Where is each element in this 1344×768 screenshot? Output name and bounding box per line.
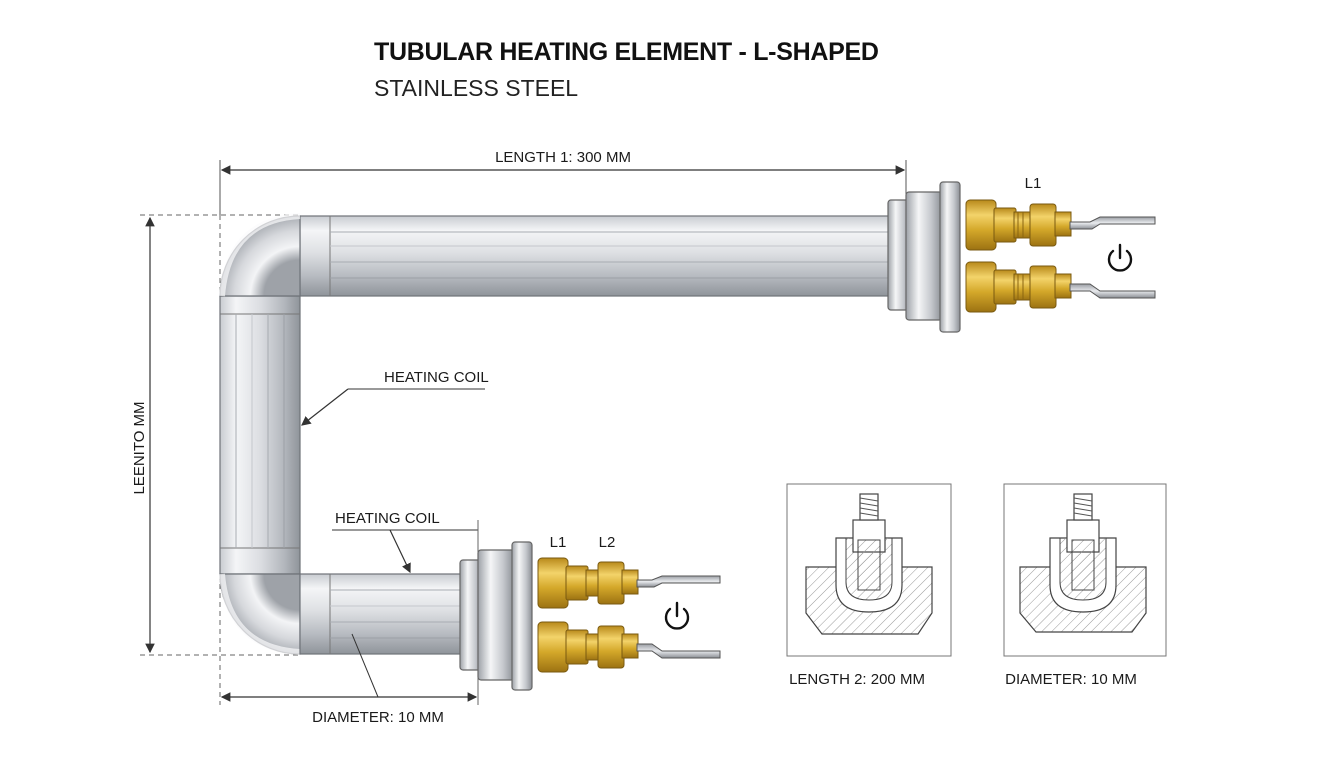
diagram-title: TUBULAR HEATING ELEMENT - L-SHAPED bbox=[374, 38, 879, 66]
length1-label: LENGTH 1: 300 MM bbox=[495, 149, 631, 166]
heating-coil-lower-label: HEATING COIL bbox=[335, 510, 440, 527]
bottom-diameter-dimension: DIAMETER: 10 MM bbox=[220, 520, 479, 726]
detail-view-1: LENGTH 2: 200 MM bbox=[786, 483, 952, 688]
top-terminal-upper bbox=[965, 199, 1156, 251]
heating-coil-callout-upper: HEATING COIL bbox=[301, 369, 489, 426]
detail2-caption: DIAMETER: 10 MM bbox=[1005, 671, 1137, 688]
top-flange-assembly: L1 bbox=[887, 175, 1156, 333]
diagram-subtitle: STAINLESS STEEL bbox=[374, 75, 579, 101]
bottom-terminal-lower bbox=[537, 621, 721, 673]
top-terminal-lower bbox=[965, 261, 1156, 313]
detail1-caption: LENGTH 2: 200 MM bbox=[789, 671, 925, 688]
bottom-terminal-upper bbox=[537, 557, 721, 609]
length1-dimension: LENGTH 1: 300 MM bbox=[219, 149, 907, 215]
tube-top-section bbox=[299, 215, 901, 297]
vertical-length-label: LEENITO MM bbox=[131, 401, 148, 494]
heating-coil-callout-lower: HEATING COIL bbox=[332, 510, 478, 574]
detail-view-2: DIAMETER: 10 MM bbox=[1003, 483, 1167, 688]
top-terminal-l1-label: L1 bbox=[1025, 175, 1042, 192]
bottom-terminal-l1-label: L1 bbox=[550, 534, 567, 551]
heating-coil-upper-label: HEATING COIL bbox=[384, 369, 489, 386]
bottom-diameter-label: DIAMETER: 10 MM bbox=[312, 709, 444, 726]
bottom-terminal-l2-label: L2 bbox=[599, 534, 616, 551]
power-icon bbox=[664, 601, 690, 630]
tube-bottom-section bbox=[299, 573, 471, 655]
bottom-flange-assembly: L1 L2 bbox=[459, 534, 721, 691]
tube-vertical-section bbox=[219, 295, 301, 575]
power-icon bbox=[1107, 243, 1133, 272]
